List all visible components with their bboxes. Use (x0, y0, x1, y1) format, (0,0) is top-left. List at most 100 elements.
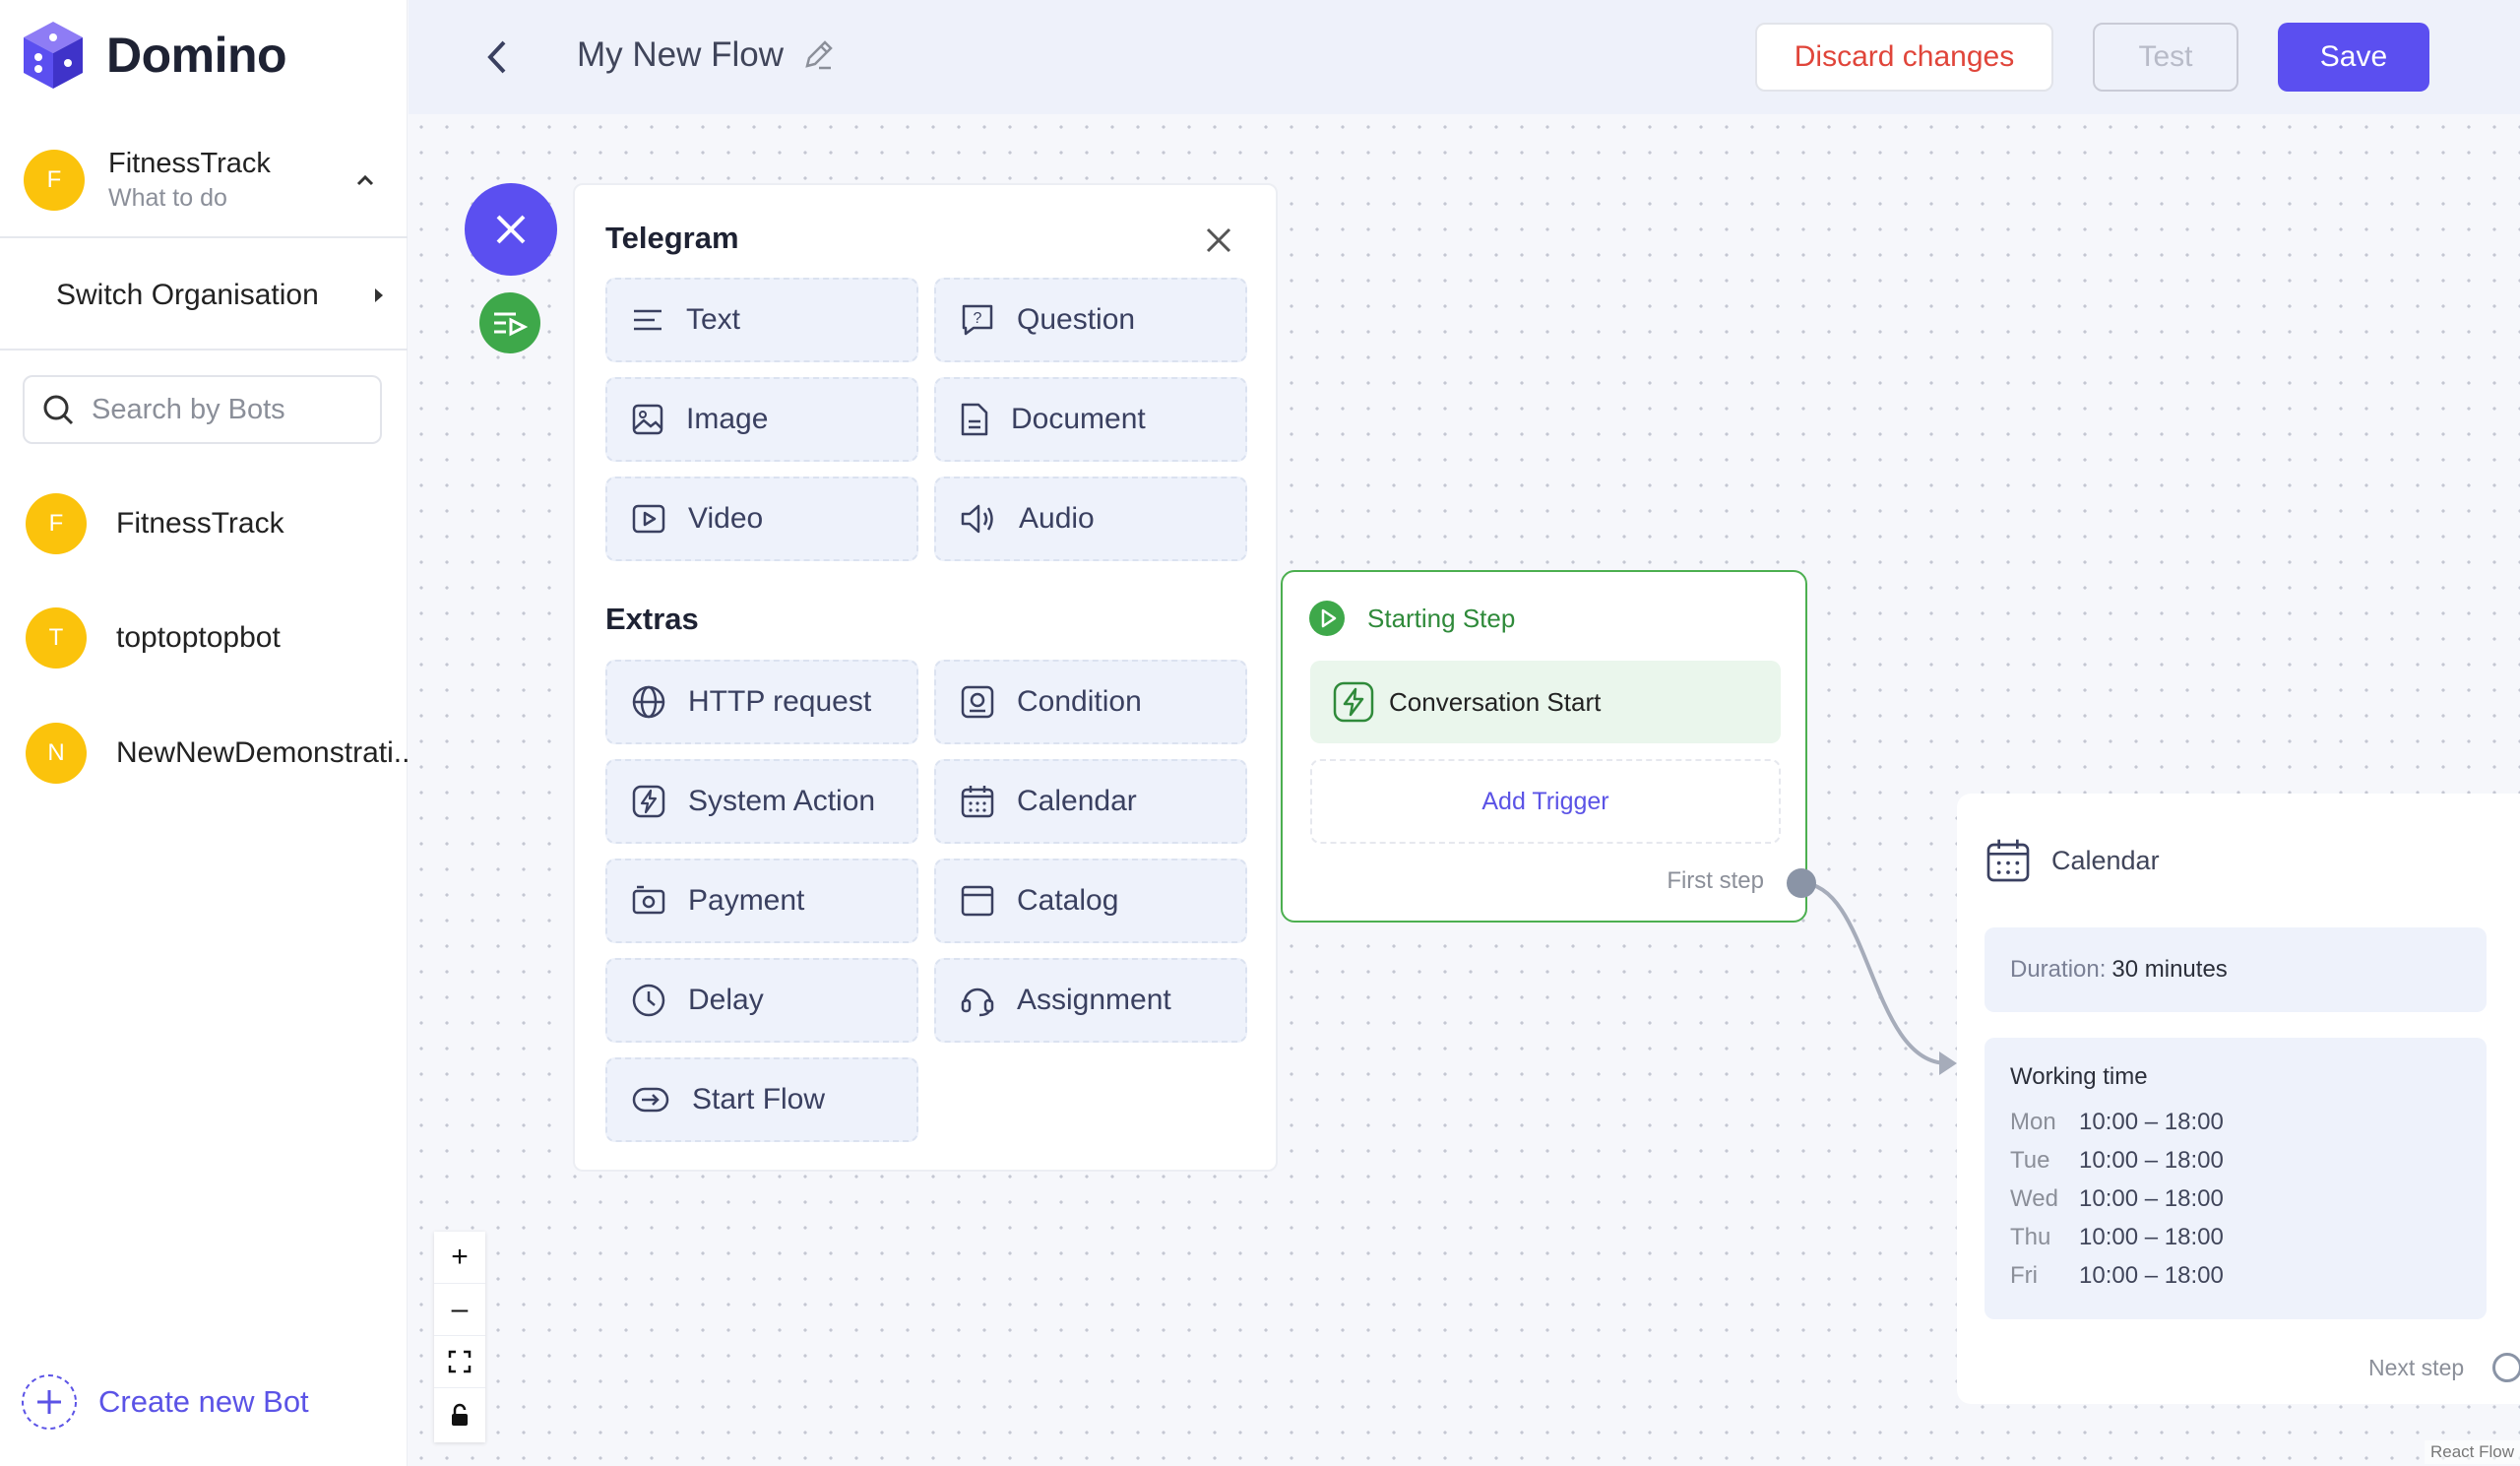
day-label: Wed (2010, 1184, 2058, 1212)
tile-start-flow[interactable]: Start Flow (605, 1057, 918, 1142)
tile-system-action[interactable]: System Action (605, 759, 918, 844)
discard-changes-button[interactable]: Discard changes (1755, 23, 2053, 92)
tile-calendar[interactable]: Calendar (934, 759, 1247, 844)
play-circle-icon (1309, 601, 1345, 636)
image-icon (632, 404, 663, 435)
switch-organisation-button[interactable]: Switch Organisation (56, 276, 391, 315)
tile-document[interactable]: Document (934, 377, 1247, 462)
search-input[interactable] (92, 393, 357, 426)
calendar-icon (961, 786, 994, 818)
svg-text:?: ? (974, 310, 982, 327)
tile-label: HTTP request (688, 685, 872, 718)
tile-http-request[interactable]: HTTP request (605, 660, 918, 744)
bot-item[interactable]: F FitnessTrack (26, 492, 408, 555)
payment-icon (632, 885, 665, 915)
search-icon (43, 395, 74, 425)
organisation-selector[interactable]: F FitnessTrack What to do (24, 146, 390, 215)
tile-label: Document (1011, 403, 1146, 435)
bot-item[interactable]: N NewNewDemonstrati... (26, 722, 408, 785)
zoom-controls: + – (434, 1232, 485, 1442)
tile-label: Calendar (1017, 785, 1137, 817)
schedule-row: Mon 10:00 – 18:00 (2010, 1103, 2461, 1141)
duration-label: Duration: (2010, 956, 2107, 983)
flow-menu-button[interactable] (479, 292, 540, 353)
day-label: Tue (2010, 1146, 2050, 1174)
search-field[interactable] (23, 375, 382, 444)
caret-right-icon (375, 288, 383, 302)
test-button[interactable]: Test (2093, 23, 2238, 92)
tile-video[interactable]: Video (605, 477, 918, 561)
tile-catalog[interactable]: Catalog (934, 859, 1247, 943)
logo[interactable]: Domino (22, 20, 287, 91)
lock-button[interactable] (434, 1388, 485, 1440)
palette-close-button[interactable] (1201, 223, 1236, 258)
zoom-in-button[interactable]: + (434, 1232, 485, 1284)
hours-label: 10:00 – 18:00 (2079, 1223, 2224, 1250)
tile-text[interactable]: Text (605, 278, 918, 362)
fit-view-icon (448, 1350, 472, 1373)
tile-label: System Action (688, 785, 876, 817)
tile-question[interactable]: ? Question (934, 278, 1247, 362)
day-label: Thu (2010, 1223, 2051, 1250)
schedule-row: Tue 10:00 – 18:00 (2010, 1141, 2461, 1179)
tile-image[interactable]: Image (605, 377, 918, 462)
bot-name: FitnessTrack (116, 507, 284, 540)
save-button[interactable]: Save (2278, 23, 2429, 92)
avatar: T (26, 607, 87, 669)
avatar: F (24, 150, 85, 211)
duration-row: Duration: 30 minutes (1984, 927, 2487, 1012)
source-handle[interactable] (1787, 868, 1816, 898)
tile-label: Catalog (1017, 884, 1119, 917)
bot-name: NewNewDemonstrati... (116, 736, 408, 769)
chevron-up-icon (356, 174, 374, 186)
bot-item[interactable]: T toptoptopbot (26, 606, 408, 669)
close-icon (496, 215, 526, 244)
working-time-title: Working time (2010, 1063, 2148, 1090)
tile-condition[interactable]: Condition (934, 660, 1247, 744)
clock-icon (632, 984, 665, 1017)
list-play-icon (494, 312, 528, 337)
plus-circle-icon (22, 1374, 77, 1430)
tile-label: Assignment (1017, 984, 1171, 1016)
hours-label: 10:00 – 18:00 (2079, 1146, 2224, 1174)
flow-header: My New Flow Discard changes Test Save (409, 0, 2520, 114)
step-palette: Telegram Text ? Question Image Document … (573, 183, 1278, 1172)
working-time-panel: Working time Mon 10:00 – 18:00 Tue 10:00 –… (1984, 1038, 2487, 1319)
starting-step-node[interactable]: Starting Step Conversation Start Add Tri… (1281, 570, 1807, 923)
tile-audio[interactable]: Audio (934, 477, 1247, 561)
catalog-icon (961, 885, 994, 917)
day-label: Mon (2010, 1108, 2056, 1135)
tile-label: Text (686, 303, 741, 336)
add-trigger-button[interactable]: Add Trigger (1310, 759, 1781, 844)
tile-label: Question (1017, 303, 1136, 336)
tile-delay[interactable]: Delay (605, 958, 918, 1043)
next-step-handle[interactable] (2492, 1353, 2520, 1382)
close-palette-button[interactable] (465, 183, 557, 276)
react-flow-attribution[interactable]: React Flow (2424, 1440, 2520, 1464)
calendar-node-title: Calendar (2051, 845, 2160, 875)
trigger-item[interactable]: Conversation Start (1310, 661, 1781, 743)
hours-label: 10:00 – 18:00 (2079, 1108, 2224, 1135)
edit-pencil-icon[interactable] (801, 38, 835, 72)
sidebar: Domino F FitnessTrack What to do Switch … (0, 0, 408, 1466)
tile-payment[interactable]: Payment (605, 859, 918, 943)
fit-view-button[interactable] (434, 1336, 485, 1388)
switch-organisation-label: Switch Organisation (56, 279, 319, 311)
create-bot-button[interactable]: Create new Bot (20, 1372, 309, 1432)
headset-icon (961, 988, 994, 1017)
telegram-section-title: Telegram (605, 221, 739, 255)
tile-label: Condition (1017, 685, 1142, 718)
starting-step-title: Starting Step (1367, 603, 1516, 633)
organisation-subtitle: What to do (108, 184, 227, 212)
back-button[interactable] (477, 37, 517, 77)
avatar: N (26, 723, 87, 784)
tile-assignment[interactable]: Assignment (934, 958, 1247, 1043)
calendar-node[interactable]: Calendar Duration: 30 minutes Working ti… (1957, 794, 2520, 1404)
zoom-out-button[interactable]: – (434, 1284, 485, 1336)
calendar-icon (1986, 839, 2030, 882)
output-label: Next step (2368, 1355, 2465, 1380)
close-icon (1206, 227, 1231, 253)
duration-value: 30 minutes (2111, 956, 2228, 983)
